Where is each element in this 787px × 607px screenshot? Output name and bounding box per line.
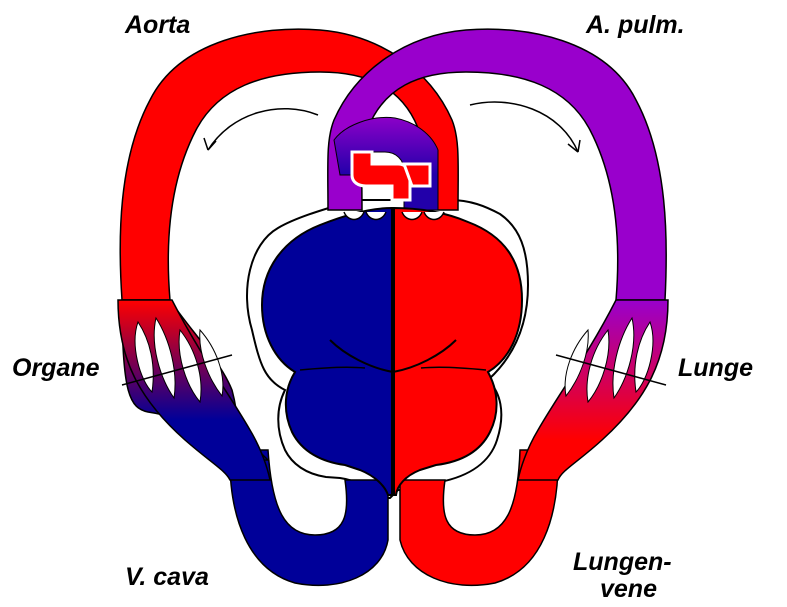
label-v-cava: V. cava <box>125 563 209 591</box>
label-aorta: Aorta <box>125 11 191 39</box>
flow-arrow-left-icon <box>203 108 319 151</box>
lung-capillaries <box>564 316 654 404</box>
pulmonary-circuit <box>327 28 669 587</box>
label-lungenvene-line1: Lungen- <box>573 548 672 576</box>
label-organe: Organe <box>12 354 100 382</box>
heart <box>260 206 524 496</box>
organ-capillaries <box>134 316 224 404</box>
ductus-crossing <box>333 116 439 211</box>
flow-arrow-right-icon <box>469 101 581 153</box>
label-a-pulm: A. pulm. <box>586 11 685 39</box>
systemic-circuit <box>117 28 459 587</box>
label-lunge: Lunge <box>678 354 753 382</box>
semilunar-valves <box>343 211 445 221</box>
label-lungenvene-line2: vene <box>600 575 657 603</box>
